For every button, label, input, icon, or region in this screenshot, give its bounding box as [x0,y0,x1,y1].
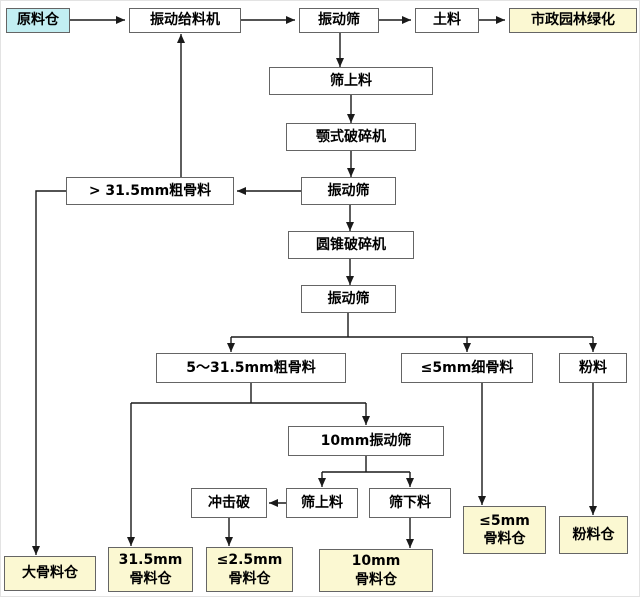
undersize-material-node: 筛下料 [369,488,451,518]
cone-crusher-node: 圆锥破碎机 [288,231,414,259]
fine-aggregate-5mm-node: ≤5mm细骨料 [401,353,533,383]
oversize-material-2-node: 筛上料 [286,488,358,518]
vibrating-screen-1-node: 振动筛 [299,8,379,33]
coarse-aggregate-over-31-5-node: > 31.5mm粗骨料 [66,177,234,205]
bin-5mm-node: ≤5mm 骨料仓 [463,506,546,554]
impact-crusher-node: 冲击破 [191,488,267,518]
municipal-landscaping-node: 市政园林绿化 [509,8,637,33]
soil-material-node: 土料 [415,8,479,33]
bin-large-aggregate-node: 大骨料仓 [4,556,96,591]
raw-material-bin-node: 原料仓 [6,8,70,33]
bin-powder-node: 粉料仓 [559,516,628,554]
coarse-aggregate-5-31-5-node: 5～31.5mm粗骨料 [156,353,346,383]
bin-31-5mm-node: 31.5mm 骨料仓 [108,547,193,592]
bin-10mm-node: 10mm 骨料仓 [319,549,433,592]
vibrating-feeder-node: 振动给料机 [129,8,241,33]
bin-2-5mm-node: ≤2.5mm 骨料仓 [206,547,293,592]
powder-node: 粉料 [559,353,627,383]
vibrating-screen-10mm-node: 10mm振动筛 [288,426,444,456]
oversize-material-1-node: 筛上料 [269,67,433,95]
jaw-crusher-node: 颚式破碎机 [286,123,416,151]
vibrating-screen-3-node: 振动筛 [301,285,396,313]
vibrating-screen-2-node: 振动筛 [301,177,396,205]
